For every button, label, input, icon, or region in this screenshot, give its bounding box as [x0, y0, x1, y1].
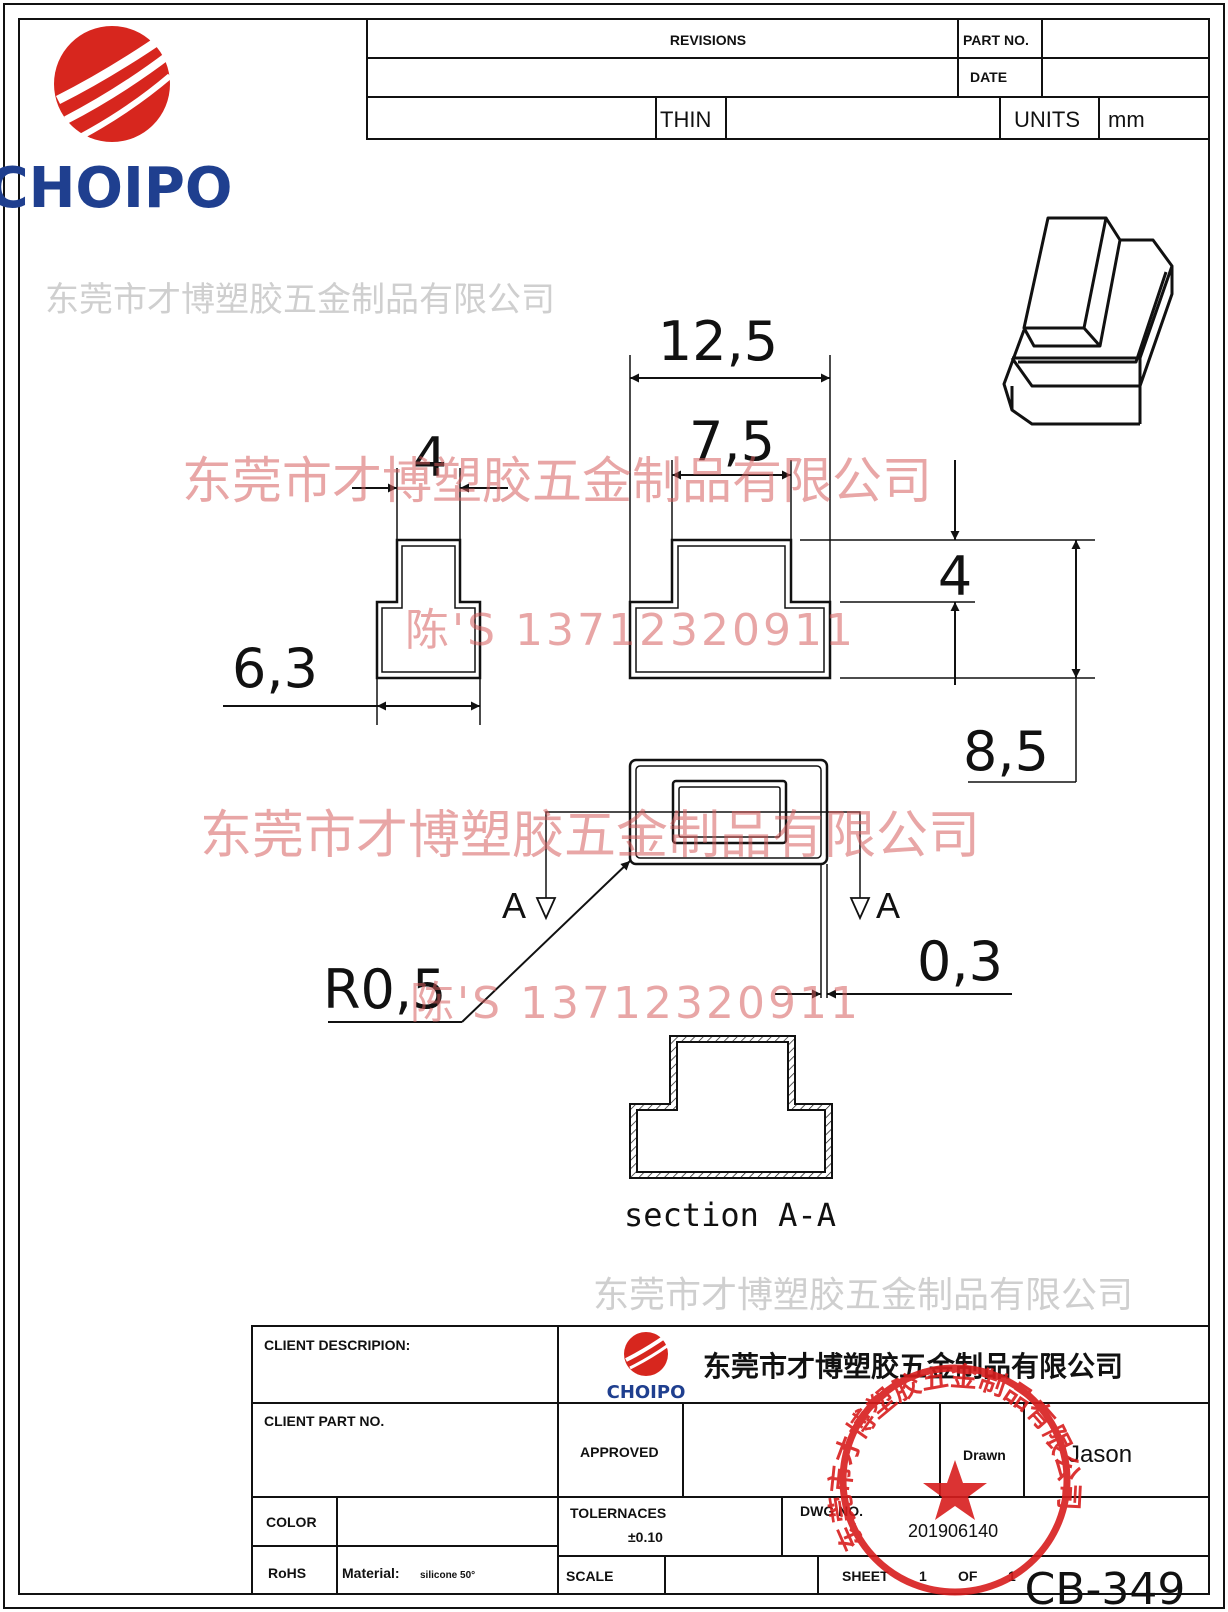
watermark-company-gray-top: 东莞市才博塑胶五金制品有限公司	[45, 280, 555, 320]
tolerances-label: TOLERNACES	[570, 1505, 666, 1521]
sheet-label: SHEET	[842, 1568, 889, 1584]
part-no-label: PART NO.	[963, 32, 1029, 48]
choipo-logo: CHOIPO	[0, 26, 233, 221]
scale-label: SCALE	[566, 1568, 613, 1584]
dim-overall-width: 12,5	[658, 310, 778, 373]
watermark-company-1: 东莞市才博塑胶五金制品有限公司	[182, 452, 932, 510]
seal-star-icon	[923, 1460, 987, 1520]
watermark-contact-1: 陈'S 13712320911	[405, 605, 856, 656]
section-view	[629, 1035, 833, 1179]
dim-radius: R0,5	[323, 958, 446, 1021]
part-code: CB-349	[1025, 1564, 1186, 1612]
rohs-label: RoHS	[268, 1565, 306, 1581]
section-marker-right: A	[876, 885, 900, 926]
top-view	[328, 758, 1012, 1023]
dwg-value: 201906140	[908, 1521, 998, 1541]
company-logo-text: CHOIPO	[607, 1382, 686, 1403]
dim-overall-height: 8,5	[963, 720, 1049, 783]
tolerances-value: ±0.10	[628, 1529, 663, 1545]
dim-side-width: 6,3	[232, 637, 318, 700]
client-part-no-label: CLIENT PART NO.	[264, 1413, 384, 1429]
logo-text: CHOIPO	[0, 156, 233, 221]
color-label: COLOR	[266, 1514, 317, 1530]
material-label: Material:	[342, 1565, 400, 1581]
units-label: UNITS	[1014, 107, 1080, 132]
approved-label: APPROVED	[580, 1444, 659, 1460]
drawn-label: Drawn	[963, 1447, 1006, 1463]
material-value: silicone 50°	[420, 1570, 475, 1581]
dim-wall: 0,3	[917, 930, 1003, 993]
company-seal: 东莞市才博塑胶五金制品有限公司	[824, 1360, 1085, 1596]
revisions-label: REVISIONS	[670, 32, 746, 48]
dim-step-height: 4	[938, 545, 972, 608]
thin-label: THIN	[660, 107, 711, 132]
section-label: section A-A	[624, 1196, 836, 1234]
dim-top-width: 4	[413, 426, 447, 489]
front-view	[628, 355, 1095, 783]
side-view	[223, 468, 508, 725]
watermark-company-2: 东莞市才博塑胶五金制品有限公司	[200, 806, 980, 866]
dim-inner-width: 7,5	[689, 410, 775, 473]
sheet-num: 1	[919, 1568, 927, 1584]
company-logo-small: CHOIPO	[607, 1332, 686, 1403]
section-marker-left: A	[502, 885, 526, 926]
of-label: OF	[958, 1568, 978, 1584]
isometric-view	[1002, 216, 1174, 426]
client-description-label: CLIENT DESCRIPION:	[264, 1337, 410, 1353]
drawn-value: Jason	[1068, 1441, 1132, 1468]
units-value: mm	[1108, 107, 1145, 132]
title-block	[251, 1325, 1210, 1595]
header-table	[366, 18, 1210, 140]
date-label: DATE	[970, 69, 1007, 85]
watermark-contact-2: 陈'S 13712320911	[410, 978, 861, 1029]
watermark-company-gray-bottom: 东莞市才博塑胶五金制品有限公司	[593, 1275, 1133, 1316]
